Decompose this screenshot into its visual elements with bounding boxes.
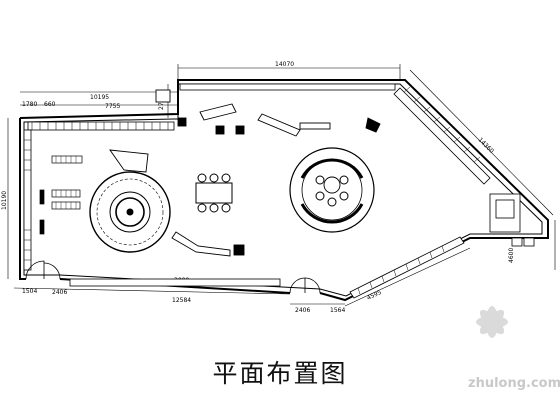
dim-top-left-d: 7755 (105, 103, 120, 110)
watermark-logo (476, 306, 508, 338)
round-lounge-right (289, 147, 375, 233)
dim-top-left-a: 10195 (90, 94, 109, 101)
dim-top-left-c: 660 (44, 101, 56, 108)
dim-bottom-5: 2406 (295, 307, 310, 314)
dim-left-side: 10190 (1, 191, 8, 210)
dim-bottom-6: 1564 (330, 307, 345, 314)
dim-bottom-2: 2406 (52, 289, 67, 296)
meeting-table (195, 173, 233, 213)
entrance-doors (25, 260, 321, 294)
dim-top-total: 14070 (275, 61, 294, 68)
watermark-text: zhulong.com (468, 376, 560, 391)
display-fixtures (109, 89, 381, 257)
service-room (489, 193, 535, 247)
shelf-hatching (24, 86, 481, 295)
round-platform-left (89, 171, 171, 253)
display-case-hatching (55, 156, 77, 209)
dim-bottom-1: 1504 (22, 288, 37, 295)
drawing-title: 平面布置图 (212, 359, 348, 388)
dim-top-left-b: 1780 (22, 101, 37, 108)
dim-bottom-4: 12584 (172, 297, 191, 304)
dim-right-end: 4600 (508, 248, 515, 263)
outer-wall (19, 79, 549, 302)
